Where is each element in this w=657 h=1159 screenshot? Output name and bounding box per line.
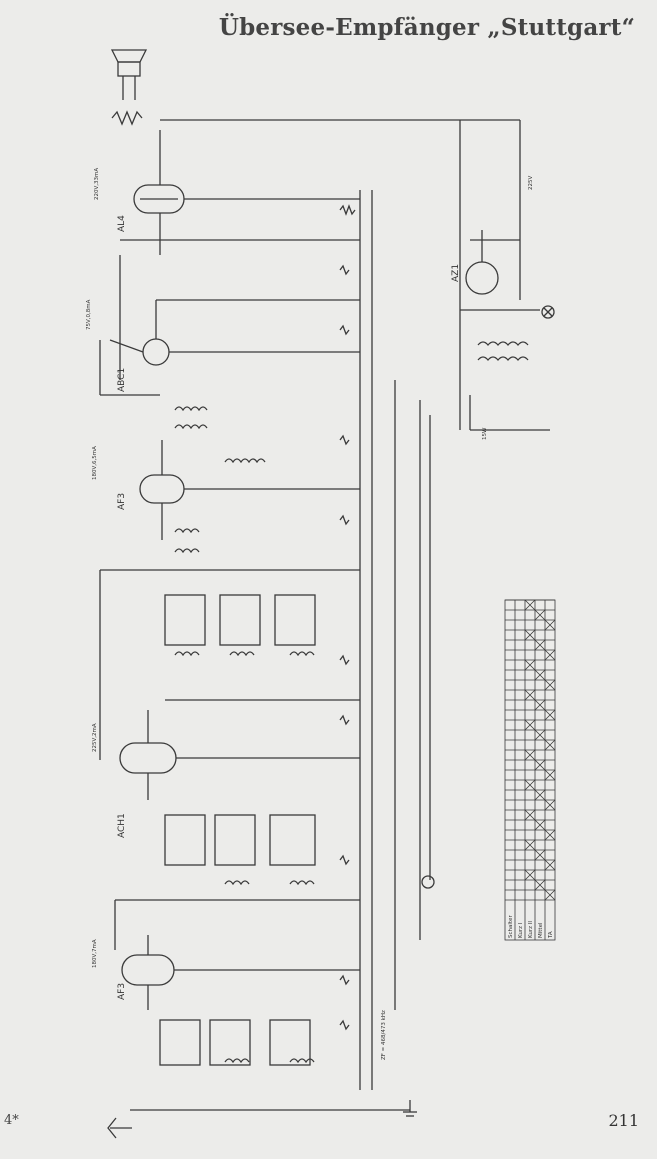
label-az1: AZ1 <box>451 264 461 282</box>
table-cross-mark <box>524 689 536 701</box>
tube-af3 <box>139 474 185 504</box>
page-number: 211 <box>608 1111 639 1130</box>
coil-block-1 <box>164 594 206 646</box>
power-label: 15W <box>482 427 488 440</box>
pilot-lamp-icon <box>541 305 555 319</box>
tube-abc1 <box>142 338 170 366</box>
table-cross-mark <box>534 729 546 741</box>
speaker-icon <box>117 61 141 77</box>
switch-table <box>504 599 556 941</box>
label-af3-input: AF3 <box>117 983 127 1000</box>
table-cross-mark <box>524 599 536 611</box>
table-cross-mark <box>534 639 546 651</box>
table-header: Schalter <box>508 915 514 938</box>
svg-text:Kurz I: Kurz I <box>518 922 524 938</box>
abc1-current: 75V,0,8mA <box>86 299 92 330</box>
tube-az1 <box>465 261 499 295</box>
table-cross-mark <box>534 699 546 711</box>
svg-text:Kurz II: Kurz II <box>528 921 534 938</box>
table-cross-mark <box>524 659 536 671</box>
table-cross-mark <box>534 669 546 681</box>
table-cross-mark <box>544 889 556 901</box>
table-cross-mark <box>534 849 546 861</box>
page-mark: 4* <box>4 1113 19 1128</box>
tube-af3-input <box>121 954 175 986</box>
label-abc1: ABC1 <box>117 368 127 392</box>
table-cross-mark <box>544 739 556 751</box>
table-cross-mark <box>524 779 536 791</box>
table-cross-mark <box>534 879 546 891</box>
label-al4: AL4 <box>117 215 127 232</box>
page-title: Übersee-Empfänger „Stuttgart“ <box>218 14 635 41</box>
table-cross-mark <box>534 819 546 831</box>
table-cross-mark <box>524 869 536 881</box>
table-cross-mark <box>524 629 536 641</box>
table-cross-mark <box>534 789 546 801</box>
table-cross-mark <box>524 809 536 821</box>
table-cross-mark <box>544 649 556 661</box>
table-cross-mark <box>544 619 556 631</box>
svg-text:Mittel: Mittel <box>538 922 544 938</box>
tube-ach1 <box>119 742 177 774</box>
table-cross-mark <box>544 799 556 811</box>
al4-current: 220V,33mA <box>94 168 100 200</box>
table-cross-mark <box>524 719 536 731</box>
af3b-current: 180V,7mA <box>92 939 98 968</box>
table-cross-mark <box>534 759 546 771</box>
label-ach1: ACH1 <box>117 813 127 838</box>
svg-text:TA: TA <box>548 931 554 939</box>
if-frequency: ZF = 468/473 kHz <box>381 1010 387 1060</box>
table-cross-mark <box>544 769 556 781</box>
table-cross-mark <box>544 679 556 691</box>
hv-label: 225V <box>528 176 534 190</box>
ach1-current: 225V,2mA <box>92 723 98 752</box>
af3-current: 180V,6,5mA <box>92 446 98 480</box>
table-cross-mark <box>544 829 556 841</box>
table-cross-mark <box>544 709 556 721</box>
table-cross-mark <box>534 609 546 621</box>
table-cross-mark <box>524 749 536 761</box>
table-cross-mark <box>544 859 556 871</box>
label-af3: AF3 <box>117 493 127 510</box>
table-cross-mark <box>524 839 536 851</box>
